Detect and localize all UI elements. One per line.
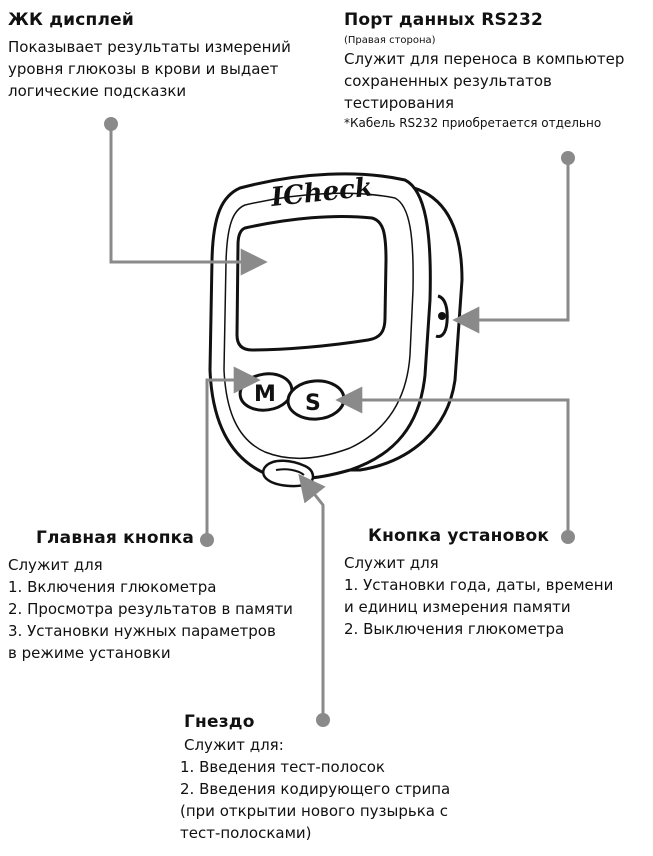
lcd-callout: ЖК дисплей Показывает результаты измерен… [8, 10, 291, 102]
lcd-line: уровня глюкозы в крови и выдает [8, 60, 279, 78]
lcd-screen [235, 214, 388, 352]
m-button-label: M [254, 382, 276, 407]
lcd-title: ЖК дисплей [8, 10, 134, 30]
meter-bezel [223, 192, 414, 460]
main-button-line: 2. Просмотра результатов в памяти [8, 600, 293, 618]
main-button-title: Главная кнопка [36, 528, 195, 548]
callout-dot-slot [316, 713, 330, 727]
callout-slot [298, 473, 326, 720]
set-button-callout: Кнопка установок Служит для 1. Установки… [344, 526, 613, 640]
rs232-port [435, 294, 449, 338]
set-button-line: 1. Установки года, даты, времени [344, 576, 614, 594]
glucose-meter [208, 172, 464, 488]
main-button-line: 1. Включения глюкометра [8, 578, 217, 596]
port-side: (Правая сторона) [344, 35, 436, 46]
main-button-line: Служит для [8, 556, 103, 574]
slot-line: 1. Введения тест-полосок [180, 758, 385, 776]
callout-port [452, 158, 570, 334]
slot-line: 2. Введения кодирующего стрипа [180, 780, 451, 798]
set-button-line: и единиц измерения памяти [344, 598, 571, 616]
callout-lcd [109, 124, 268, 276]
slot-callout: Гнездо Служит для: 1. Введения тест-поло… [180, 712, 450, 844]
callout-dot-port [561, 151, 575, 165]
callout-dot-set-button [561, 530, 575, 544]
s-button-label: S [305, 391, 321, 416]
port-callout: Порт данных RS232 (Правая сторона) Служи… [344, 10, 624, 132]
main-button-line: в режиме установки [8, 644, 171, 662]
port-line: Служит для переноса в компьютер [344, 50, 625, 68]
port-line: тестирования [344, 94, 455, 112]
callout-main-button [205, 366, 261, 540]
port-title: Порт данных RS232 [344, 10, 544, 30]
port-note: *Кабель RS232 приобретается отдельно [344, 116, 602, 130]
main-button-line: 3. Установки нужных параметров [8, 622, 276, 640]
set-button-line: Служит для [344, 554, 439, 572]
lcd-line: логические подсказки [8, 82, 187, 100]
callout-dot-lcd [104, 117, 118, 131]
callout-set-button [335, 386, 570, 537]
callout-dot-main-button [200, 533, 214, 547]
set-button-title: Кнопка установок [368, 526, 550, 546]
lcd-line: Показывает результаты измерений [8, 38, 291, 56]
slot-line: (при открытии нового пузырька с [180, 802, 449, 820]
slot-line: Служит для: [184, 736, 284, 754]
slot-title: Гнездо [184, 712, 255, 732]
set-button-line: 2. Выключения глюкометра [344, 620, 565, 638]
slot-line: тест-полосками) [180, 824, 312, 842]
main-button-callout: Главная кнопка Служит для 1. Включения г… [8, 528, 293, 664]
port-line: сохраненных результатов [344, 72, 552, 90]
